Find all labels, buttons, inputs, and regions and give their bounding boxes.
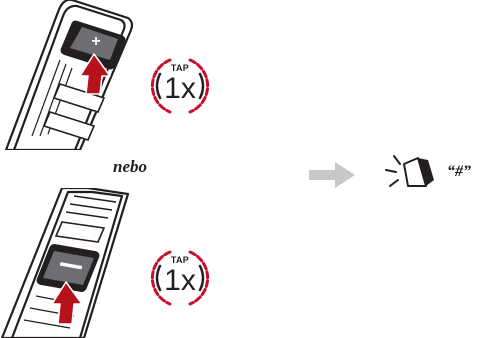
remote-device-plus: +	[4, 0, 134, 150]
svg-text:+: +	[91, 33, 100, 50]
separator-text: nebo	[113, 157, 147, 176]
press-arrow	[51, 281, 83, 325]
tap-badge-plus: TAP 1x	[148, 54, 212, 118]
tap-label: TAP	[170, 255, 190, 265]
tap-count: 1x	[164, 72, 196, 105]
tap-label: TAP	[170, 63, 190, 73]
remote-device-minus	[0, 188, 130, 338]
tap-count: 1x	[164, 264, 196, 297]
arrow-right-icon	[309, 162, 355, 188]
speaker-icon	[385, 155, 434, 187]
press-arrow	[79, 53, 111, 95]
tap-badge-minus: TAP 1x	[148, 246, 212, 310]
voice-prompt-text: “#”	[447, 163, 471, 180]
